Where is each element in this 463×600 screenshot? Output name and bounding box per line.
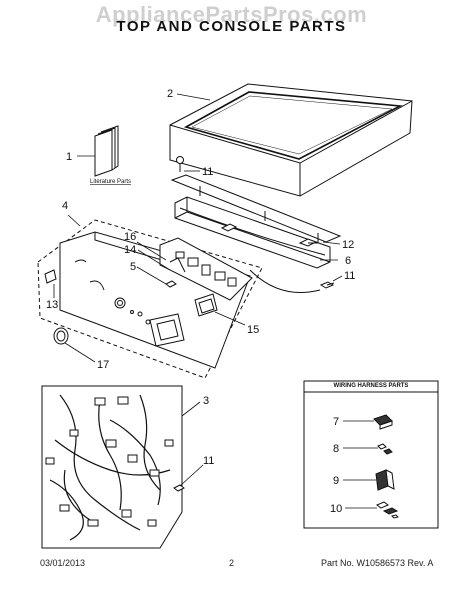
callout-12: 12 <box>342 239 354 251</box>
watermark: AppliancePartsPros.com <box>95 2 368 27</box>
screw-12 <box>298 238 318 247</box>
callout-16: 16 <box>124 231 136 243</box>
footer-page-number: 2 <box>229 558 235 568</box>
wiring-harness-parts-box <box>303 380 439 529</box>
knob-17 <box>53 327 69 345</box>
rail-wire <box>249 269 321 293</box>
leader-lines <box>53 93 378 509</box>
screw-11-top <box>176 156 184 172</box>
callout-8: 8 <box>333 443 339 455</box>
callout-1: 1 <box>66 151 72 163</box>
page-title: TOP AND CONSOLE PARTS <box>116 18 347 35</box>
screw-11-harness <box>173 484 185 492</box>
literature-parts-label: Literature Parts <box>90 179 131 185</box>
screw-5 <box>165 280 177 288</box>
callout-2: 2 <box>167 88 173 100</box>
callout-10: 10 <box>330 503 342 515</box>
footer-part-number: Part No. W10586573 Rev. A <box>321 558 434 568</box>
callout-17: 17 <box>97 359 109 371</box>
clip-13 <box>44 269 57 284</box>
top-lid <box>169 83 413 197</box>
literature-booklet <box>94 125 119 177</box>
callout-15: 15 <box>247 324 259 336</box>
screw-11-rail <box>319 281 335 289</box>
wiring-harness-title: WIRING HARNESS PARTS <box>333 383 409 389</box>
callout-13: 13 <box>46 299 58 311</box>
callout-7: 7 <box>333 416 339 428</box>
wire-harness-3 <box>41 385 183 549</box>
callout-4: 4 <box>62 200 68 212</box>
callout-11-rail: 11 <box>344 270 355 282</box>
callout-14: 14 <box>124 244 136 256</box>
control-board-16 <box>159 237 253 301</box>
footer-date: 03/01/2013 <box>40 558 86 568</box>
display-15 <box>194 293 218 317</box>
callout-3: 3 <box>203 395 209 407</box>
callout-11-top: 11 <box>202 166 213 178</box>
callout-11-harness: 11 <box>203 455 214 467</box>
rear-bracket <box>170 174 342 269</box>
callout-5: 5 <box>130 261 136 273</box>
callout-9: 9 <box>333 475 339 487</box>
callout-6: 6 <box>345 255 351 267</box>
